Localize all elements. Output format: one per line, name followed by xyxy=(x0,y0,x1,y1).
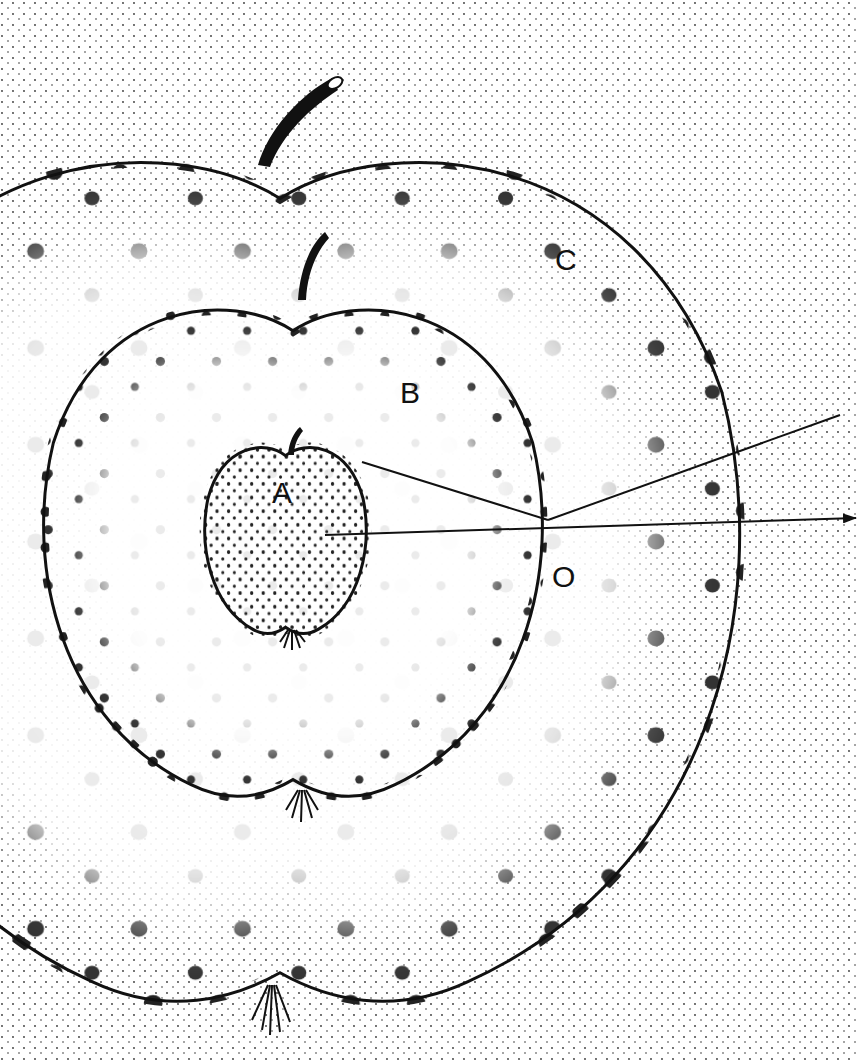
part-label: B xyxy=(400,378,420,408)
apple-outline: A xyxy=(203,440,368,635)
apple-outline: CBA xyxy=(0,128,750,1008)
part-label: C xyxy=(555,245,577,275)
point-label: O xyxy=(552,562,575,592)
apple-shape xyxy=(203,440,368,635)
calyx xyxy=(252,630,318,1035)
stem-a xyxy=(288,427,303,455)
stem-c xyxy=(258,78,338,167)
stem-b xyxy=(298,232,329,300)
apple-outline: BA xyxy=(38,290,548,800)
part-label: A xyxy=(272,478,292,508)
